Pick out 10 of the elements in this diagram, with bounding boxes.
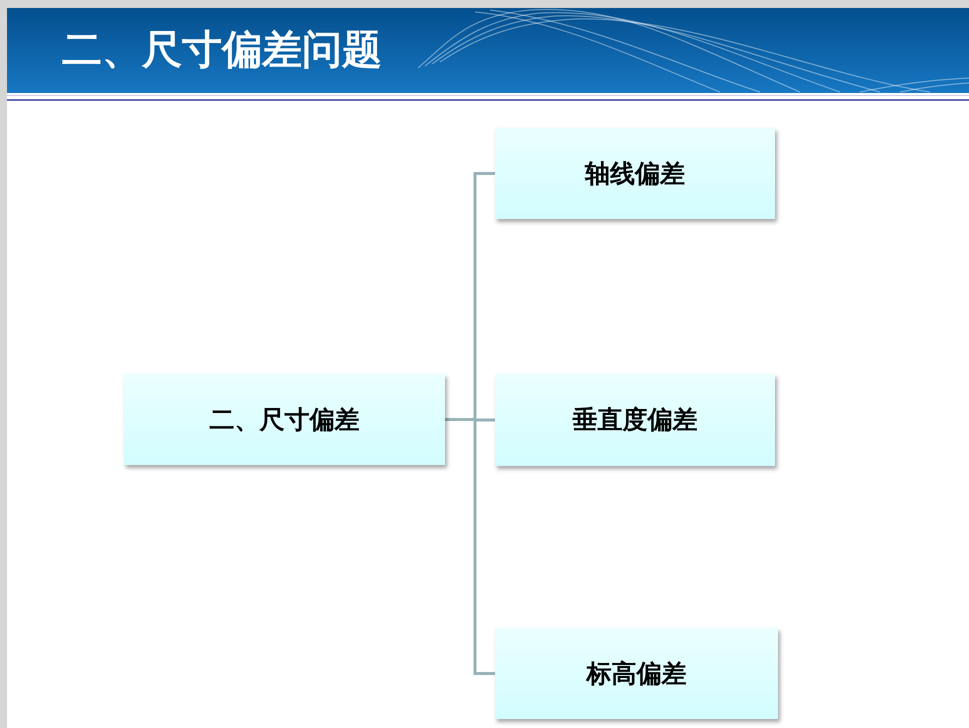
topic-label: 垂直度偏差 [572,404,698,436]
topic-label: 轴线偏差 [585,158,685,190]
subtopic-box [495,374,775,466]
connector-line [445,418,495,675]
subtopic-box [495,128,775,219]
subtopic-box [495,628,778,719]
topic-label: 标高偏差 [586,658,686,690]
topic-box [124,374,445,465]
slide-title: 二、尺寸偏差问题 [62,26,382,75]
topic-label: 二、尺寸偏差 [210,404,360,436]
